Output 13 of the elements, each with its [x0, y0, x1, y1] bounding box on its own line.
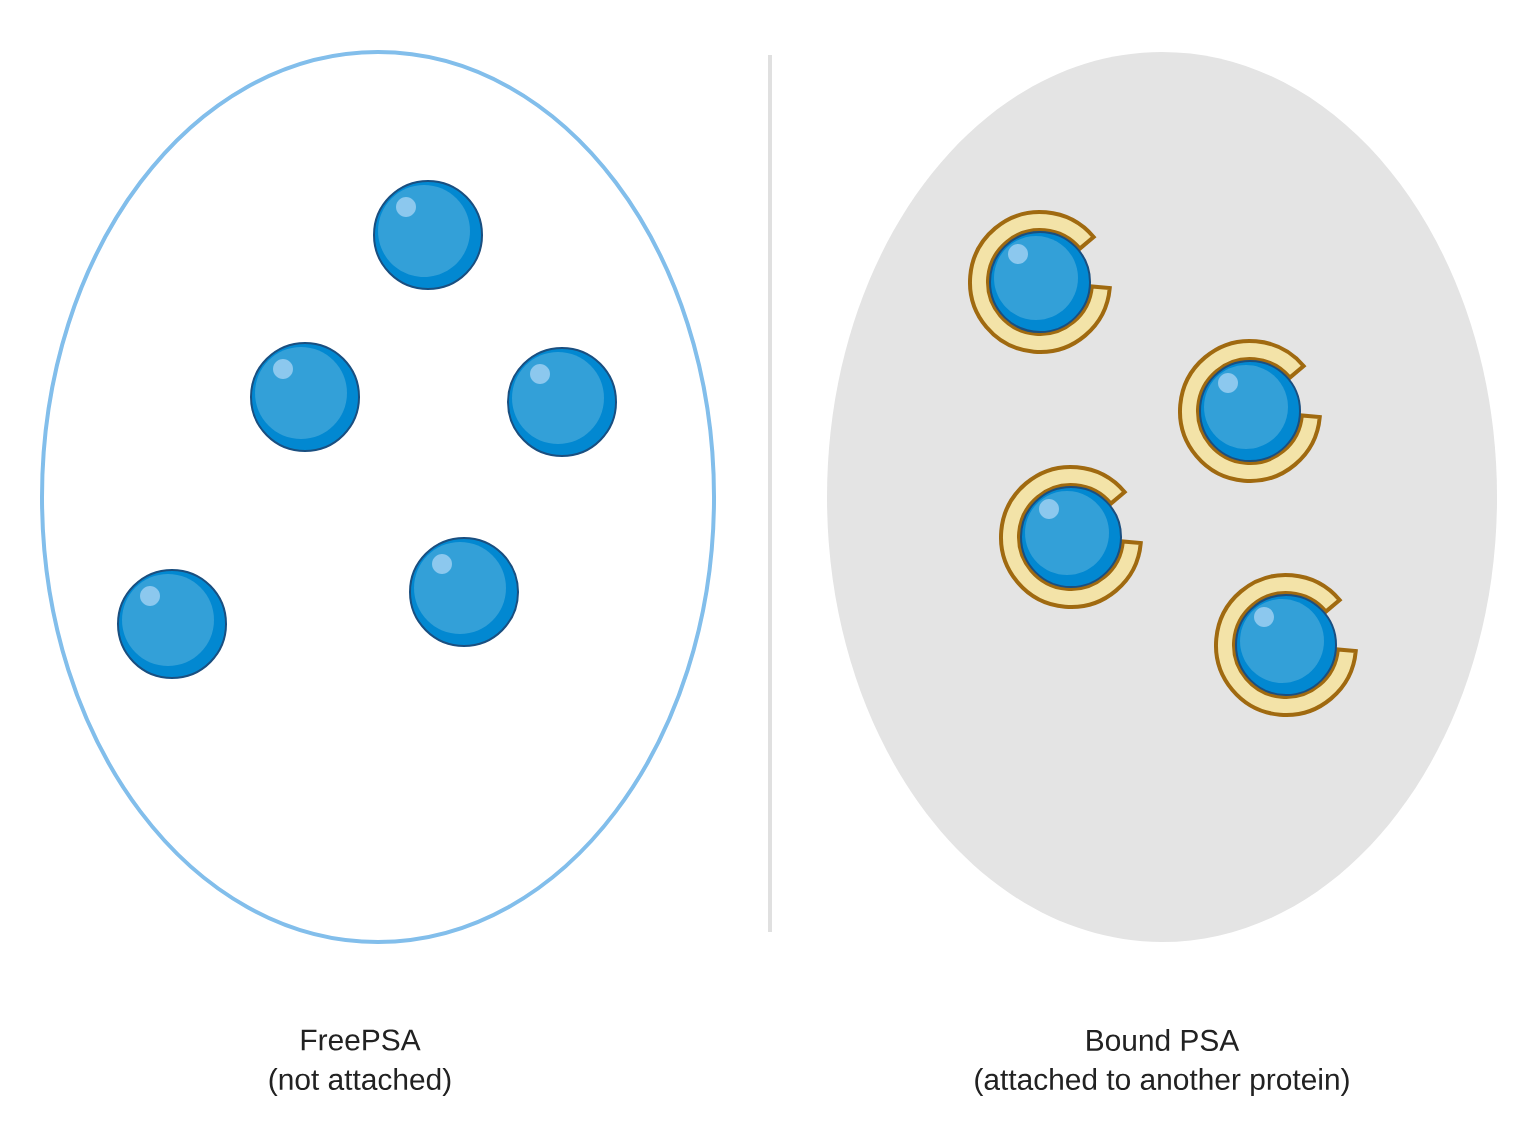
bound-sphere-drawing — [999, 465, 1143, 609]
sphere-drawing — [250, 342, 360, 452]
sphere-drawing — [117, 569, 227, 679]
bound-sphere-drawing — [968, 210, 1112, 354]
sphere-drawing — [507, 347, 617, 457]
bound-sphere-drawing — [1178, 339, 1322, 483]
sphere-drawing — [409, 537, 519, 647]
node-label: FreePSA — [301, 1029, 421, 1051]
bound-sphere-drawing — [1214, 573, 1358, 717]
node-label: Bound PSA — [1087, 1029, 1240, 1051]
node-label: (attached to another protein) — [975, 1068, 1349, 1096]
node-label: (not attached) — [269, 1068, 451, 1096]
sphere-drawing — [373, 180, 483, 290]
